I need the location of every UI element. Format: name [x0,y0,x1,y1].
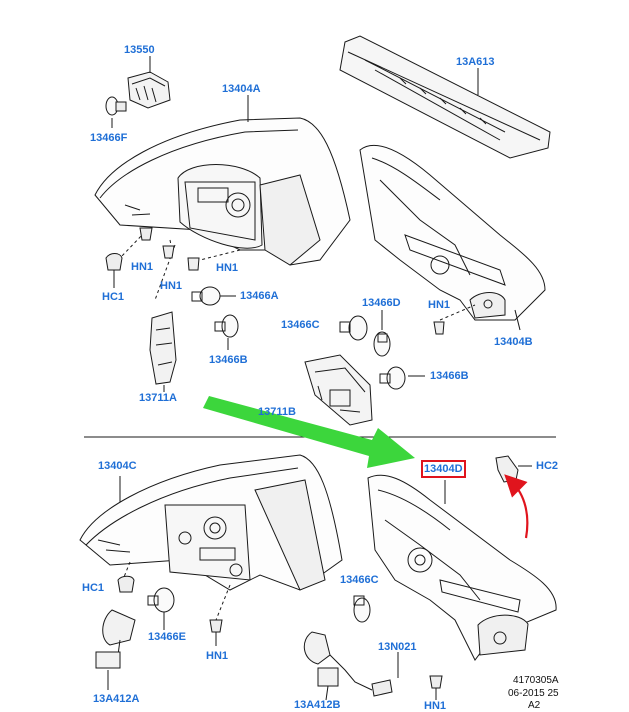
label-13466B-b: 13466B [430,370,469,382]
label-13711B: 13711B [258,406,296,418]
label-HC2: HC2 [536,460,559,472]
label-HN1-c: HN1 [160,280,183,292]
part-13A412A-drawing [95,609,136,690]
label-13466D: 13466D [362,297,401,309]
label-HN1-a: HN1 [131,261,154,273]
part-13A412B-drawing [303,595,443,701]
part-13711B-drawing [304,354,373,426]
part-13466A-drawing [191,286,236,306]
label-HN1-f: HN1 [424,700,447,712]
part-13404C-drawing [79,454,343,621]
label-13404A: 13404A [222,83,261,95]
footer-sheet: A2 [528,700,541,711]
label-13550: 13550 [124,44,155,56]
footer-code: 4170305A [513,675,559,686]
label-HC1-b: HC1 [82,582,105,594]
part-lower-left-bulbs [117,575,223,646]
part-bulbs-right-upper [339,310,425,390]
label-13466B: 13466B [209,354,248,366]
label-HN1-d: HN1 [428,299,451,311]
part-13404A-drawing [94,95,351,301]
green-arrow [203,396,415,468]
label-13466A: 13466A [240,290,279,302]
part-13466F-drawing [105,96,127,128]
label-13711A: 13711A [139,392,177,404]
label-13466C-b: 13466C [340,574,379,586]
label-13A412A: 13A412A [93,693,140,705]
fasteners-upper-left [105,227,200,288]
label-13A412B: 13A412B [294,699,341,711]
part-13466B-drawing [214,314,239,350]
label-13466F: 13466F [90,132,128,144]
part-HC2-drawing [495,455,532,483]
label-13404B: 13404B [494,336,533,348]
label-HC1-a: HC1 [102,291,125,303]
label-13N021: 13N021 [378,641,417,653]
part-13404D-drawing [367,474,557,661]
part-13711A-drawing [149,311,177,392]
label-13A613: 13A613 [456,56,495,68]
footer-date: 06-2015 25 [508,688,559,699]
label-HN1-e: HN1 [206,650,229,662]
part-13A613-drawing [339,35,551,159]
part-13404B-drawing [359,144,546,335]
label-HN1-b: HN1 [216,262,239,274]
label-13466E: 13466E [148,631,186,643]
label-13466C-a: 13466C [281,319,320,331]
label-13404C: 13404C [98,460,137,472]
red-arrow [504,474,529,539]
label-13404D: 13404D [421,460,466,478]
part-13550-drawing [127,56,171,109]
